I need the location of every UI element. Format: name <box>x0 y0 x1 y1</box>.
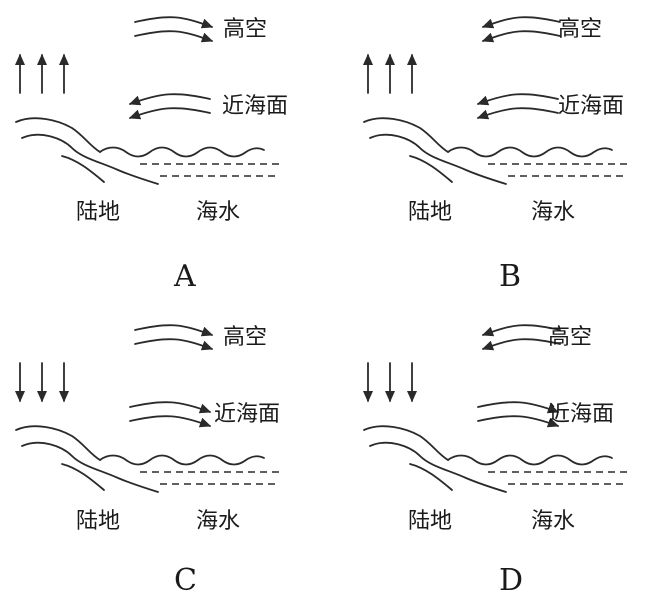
land-label: 陆地 <box>76 509 120 534</box>
upper-air-arrows <box>481 16 561 43</box>
vertical-arrows <box>362 362 418 403</box>
land-label: 陆地 <box>408 200 452 225</box>
flow-arrow-right <box>129 401 212 414</box>
sea-wave-line <box>447 146 613 158</box>
panel-letter: B <box>499 259 521 294</box>
flow-arrow-left <box>476 107 559 120</box>
land-surface-line <box>369 133 507 185</box>
near-sea-label: 近海面 <box>222 94 288 119</box>
near-sea-label: 近海面 <box>558 94 624 119</box>
sea-wave-line <box>99 146 265 158</box>
upper-air-label: 高空 <box>223 325 267 350</box>
near-sea-label: 近海面 <box>548 402 614 427</box>
flow-arrow-left <box>128 93 211 106</box>
panel-letter: D <box>499 563 523 593</box>
flow-arrow-right <box>134 16 214 29</box>
panel-c: 高空 近海面 陆地 海水 C <box>14 324 280 593</box>
land-surface-line <box>21 441 159 493</box>
sea-label: 海水 <box>531 509 575 534</box>
land-surface-line <box>363 117 449 153</box>
flow-arrow-right <box>134 338 214 351</box>
vertical-arrows <box>14 53 70 94</box>
near-sea-label: 近海面 <box>214 402 280 427</box>
panel-b: 高空 近海面 陆地 海水 B <box>362 16 628 294</box>
flow-arrow-right <box>129 415 212 428</box>
land-surface-line <box>61 463 105 491</box>
sea-label: 海水 <box>531 200 575 225</box>
land-surface-line <box>21 133 159 185</box>
upper-air-label: 高空 <box>548 325 592 350</box>
coastline <box>15 117 280 185</box>
land-surface-line <box>409 463 453 491</box>
land-label: 陆地 <box>408 509 452 534</box>
sea-label: 海水 <box>196 509 240 534</box>
flow-arrow-left <box>481 30 561 43</box>
upper-air-arrows <box>134 324 214 351</box>
flow-arrow-right <box>477 415 560 428</box>
coastline <box>363 117 628 185</box>
land-surface-line <box>369 441 507 493</box>
upper-air-label: 高空 <box>558 17 602 42</box>
land-surface-line <box>15 117 101 153</box>
flow-arrow-right <box>134 324 214 337</box>
land-surface-line <box>363 425 449 461</box>
near-sea-arrows <box>476 93 559 120</box>
panel-d: 高空 近海面 陆地 海水 D <box>362 324 628 593</box>
flow-arrow-left <box>481 16 561 29</box>
sea-label: 海水 <box>196 200 240 225</box>
panel-letter: A <box>173 259 196 294</box>
upper-air-arrows <box>481 324 561 351</box>
land-surface-line <box>61 155 105 183</box>
flow-arrow-right <box>134 30 214 43</box>
flow-arrow-right <box>477 401 560 414</box>
near-sea-arrows <box>129 401 212 428</box>
sea-wave-line <box>447 454 613 466</box>
vertical-arrows <box>362 53 418 94</box>
coastline <box>363 425 628 493</box>
land-label: 陆地 <box>76 200 120 225</box>
panel-letter: C <box>174 563 197 593</box>
flow-arrow-left <box>481 324 561 337</box>
near-sea-arrows <box>128 93 211 120</box>
coastline <box>15 425 280 493</box>
flow-arrow-left <box>481 338 561 351</box>
sea-wave-line <box>99 454 265 466</box>
land-surface-line <box>15 425 101 461</box>
vertical-arrows <box>14 362 70 403</box>
flow-arrow-left <box>476 93 559 106</box>
land-surface-line <box>409 155 453 183</box>
near-sea-arrows <box>477 401 560 428</box>
panel-a: 高空 近海面 陆地 海水 A <box>14 16 288 294</box>
flow-arrow-left <box>128 107 211 120</box>
upper-air-arrows <box>134 16 214 43</box>
upper-air-label: 高空 <box>223 17 267 42</box>
